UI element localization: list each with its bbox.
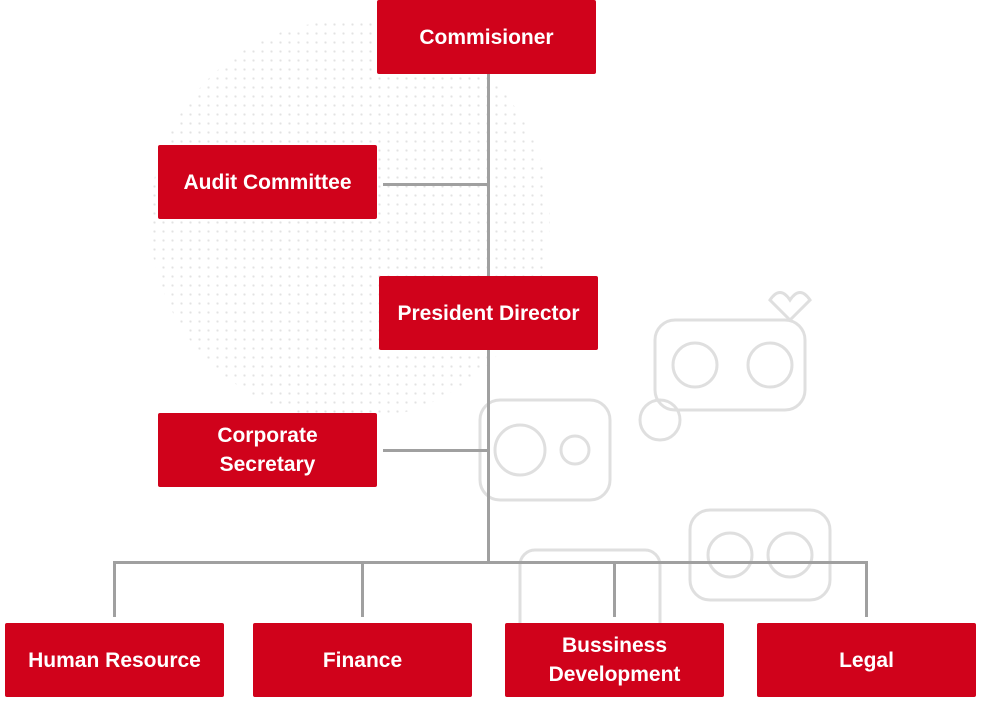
node-president-director: President Director [379,276,598,350]
node-corporate-secretary: Corporate Secretary [158,413,377,487]
node-audit-committee: Audit Committee [158,145,377,219]
node-label-line2: Secretary [219,453,316,476]
node-legal: Legal [757,623,976,697]
dotted-background [150,20,550,420]
node-bussiness-development: Bussiness Development [505,623,724,697]
node-label-line1: Corporate [217,424,318,447]
node-label: President Director [397,301,580,325]
node-label: Finance [322,648,403,672]
node-label: Human Resource [28,648,201,672]
node-finance: Finance [253,623,472,697]
connector-audit [383,183,488,186]
node-label: Legal [839,648,894,672]
connector-hr [113,561,116,617]
node-label-line1: Bussiness [561,634,668,657]
node-label: Audit Committee [183,170,352,194]
connector-departments-bar [113,561,868,564]
connector-commisioner-president [487,74,490,276]
connector-finance [361,561,364,617]
node-commisioner: Commisioner [377,0,596,74]
node-label: Commisioner [419,25,554,49]
connector-secretary [383,449,488,452]
connector-bizdev [613,561,616,617]
radio-illustration [478,291,832,672]
node-human-resource: Human Resource [5,623,224,697]
node-label-line2: Development [548,663,681,686]
connector-president-departments [487,350,490,563]
connector-legal [865,561,868,617]
